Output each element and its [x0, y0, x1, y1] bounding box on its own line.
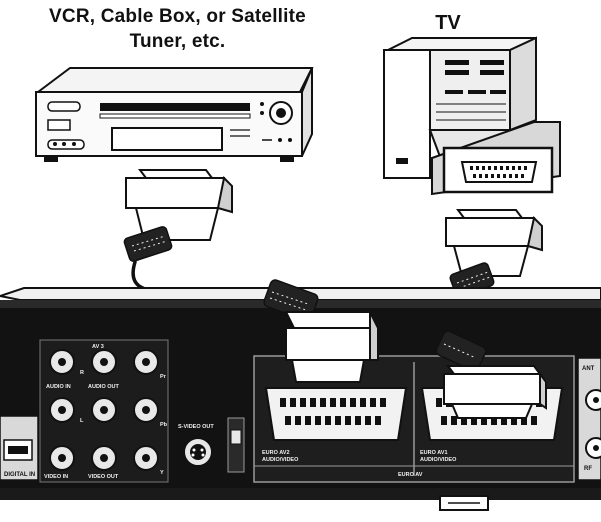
y-label: Y — [160, 470, 164, 476]
l-label: L — [80, 418, 84, 424]
pb-label: Pb — [160, 422, 168, 428]
euro-av1-label: EURO AV1 — [420, 450, 448, 456]
vcr-device — [35, 67, 314, 162]
rf-label: RF — [584, 466, 592, 472]
tv-label: TV — [435, 12, 461, 34]
vcr-scart-plug — [123, 169, 233, 262]
audio-out-label: AUDIO OUT — [88, 384, 120, 390]
euro-av2-sub-label: AUDIO/VIDEO — [262, 457, 299, 463]
av3-label: AV 3 — [92, 344, 104, 350]
pr-label: Pr — [160, 374, 167, 380]
rca-jacks — [49, 349, 159, 471]
av2-inserted-plug — [263, 279, 380, 383]
source-device-label: VCR, Cable Box, or Satellite Tuner, etc. — [49, 6, 306, 52]
tv-scart-plug — [445, 209, 543, 298]
euro-av2-socket: EURO AV2 AUDIO/VIDEO — [262, 387, 408, 463]
euro-av-label: EURO AV — [398, 472, 423, 478]
digital-in-label: DIGITAL IN — [4, 472, 35, 478]
video-in-label: VIDEO IN — [44, 474, 68, 480]
tv-device — [383, 36, 561, 196]
svideo-out-label: S-VIDEO OUT — [178, 424, 214, 430]
ant-label: ANT — [582, 366, 595, 372]
r-label: R — [80, 370, 84, 376]
euro-av2-label: EURO AV2 — [262, 450, 290, 456]
euro-av1-sub-label: AUDIO/VIDEO — [420, 457, 457, 463]
audio-in-label: AUDIO IN — [46, 384, 71, 390]
av1-inserted-plug — [435, 330, 547, 419]
video-out-label: VIDEO OUT — [88, 474, 119, 480]
